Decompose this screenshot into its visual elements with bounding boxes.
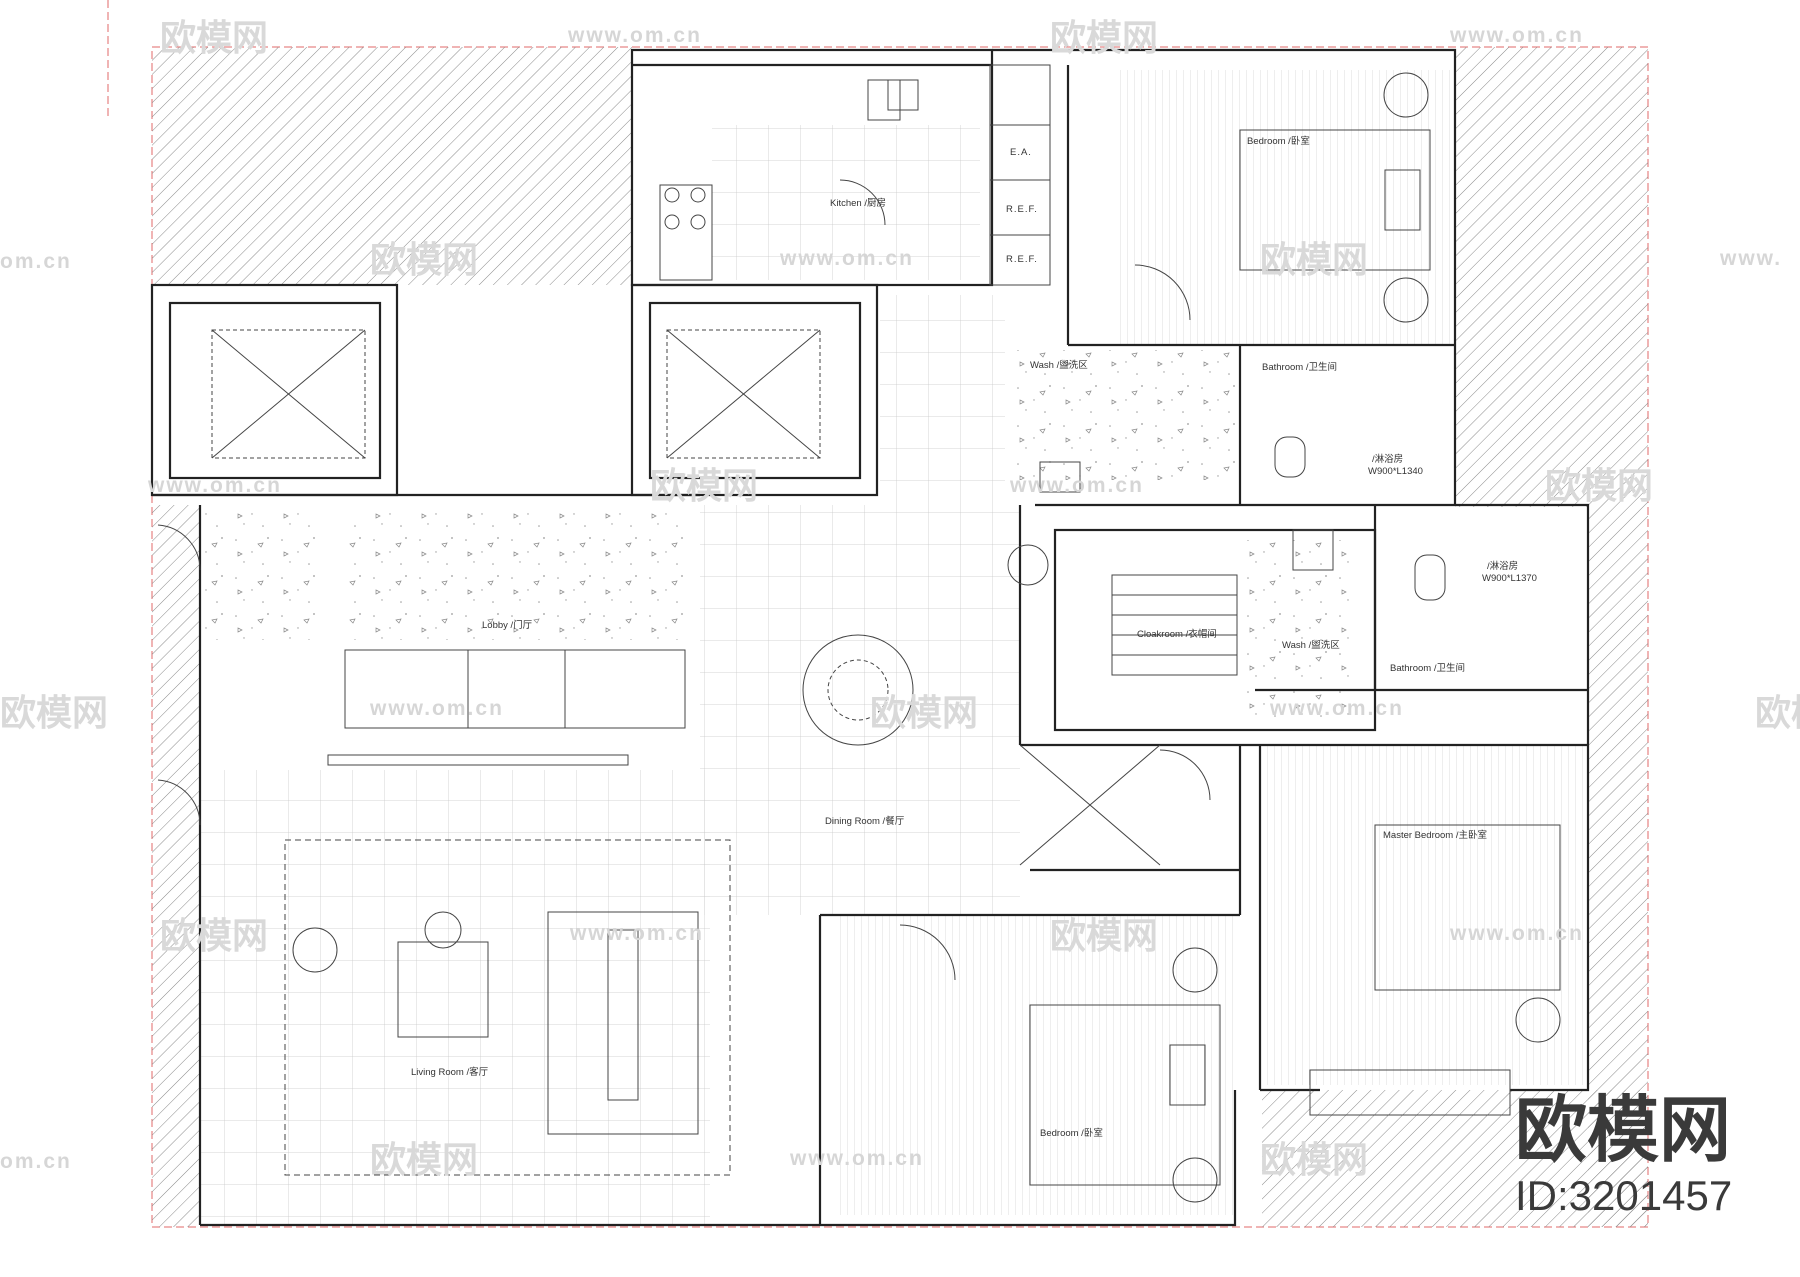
watermark-logo: 欧模网 — [1050, 17, 1158, 58]
watermark-site-left: www. — [1719, 247, 1782, 270]
room-label-wash-upper: Wash /盥洗区 — [1030, 359, 1088, 371]
brand-id: ID:3201457 — [1515, 1172, 1732, 1219]
watermark-logo: 欧模网 — [1050, 915, 1158, 956]
fixture-labels: E.A. R.E.F. R.E.F. — [1006, 147, 1038, 265]
watermark-logo: 欧模网 — [1260, 1139, 1368, 1180]
room-label-bathroom-lower: Bathroom /卫生间 — [1390, 662, 1465, 674]
watermark-site: www.om.cn — [1449, 24, 1584, 47]
watermark-logo: 欧模网 — [370, 239, 478, 280]
watermark-site: www.om.cn — [147, 474, 282, 497]
watermark-site: www.om.cn — [567, 24, 702, 47]
room-label-shower-lower-dim: W900*L1370 — [1482, 573, 1537, 584]
property-boundary — [107, 0, 1649, 1228]
room-label-dining: Dining Room /餐厅 — [825, 815, 905, 827]
fixture-label-ea: E.A. — [1010, 147, 1032, 158]
watermark-site: www.om.cn — [789, 1147, 924, 1170]
brand-logo: 欧模网 — [1515, 1091, 1731, 1171]
walls — [150, 48, 1590, 1227]
room-label-shower-lower: /淋浴房 — [1487, 560, 1518, 572]
fixture-label-ref-1: R.E.F. — [1006, 204, 1038, 215]
watermark-site: www.om.cn — [1449, 922, 1584, 945]
watermark-site-short: om.cn — [0, 250, 72, 273]
room-label-wash-lower: Wash /盥洗区 — [1282, 639, 1340, 651]
room-label-kitchen: Kitchen /厨房 — [830, 197, 886, 209]
watermark-site: www.om.cn — [569, 922, 704, 945]
fixtures-linework — [157, 64, 1561, 1203]
room-label-master-bedroom: Master Bedroom /主卧室 — [1383, 829, 1487, 841]
watermark-logo: 欧模网 — [1545, 465, 1653, 506]
watermark-logo-partial: 欧模网 — [0, 692, 108, 733]
watermark-site: www.om.cn — [779, 247, 914, 270]
room-label-bedroom-top: Bedroom /卧室 — [1247, 135, 1310, 147]
watermark-logo: 欧模网 — [160, 915, 268, 956]
watermark-site: www.om.cn — [369, 697, 504, 720]
watermark-logo: 欧模网 — [160, 17, 268, 58]
watermarks: 欧模网 www.om.cn 欧模网 www.om.cn om.cn 欧模网 ww… — [0, 17, 1800, 1180]
room-label-lobby: Lobby /门厅 — [482, 619, 533, 631]
watermark-logo: 欧模网 — [370, 1139, 478, 1180]
watermark-logo: 欧模网 — [870, 692, 978, 733]
room-label-bedroom-bottom: Bedroom /卧室 — [1040, 1127, 1103, 1139]
watermark-logo: 欧模网 — [1260, 239, 1368, 280]
watermark-site-short: om.cn — [0, 1150, 72, 1173]
watermark-site: www.om.cn — [1269, 697, 1404, 720]
exterior-hatch — [152, 47, 1648, 1227]
room-label-bathroom-upper: Bathroom /卫生间 — [1262, 361, 1337, 373]
room-label-cloakroom: Cloakroom /衣帽间 — [1137, 628, 1217, 640]
room-label-living: Living Room /客厅 — [411, 1066, 489, 1078]
room-label-shower-upper: /淋浴房 — [1372, 453, 1403, 465]
watermark-logo-partial: 欧模网 — [1755, 692, 1800, 733]
room-label-shower-upper-dim: W900*L1340 — [1368, 466, 1423, 477]
brand-stamp: 欧模网 ID:3201457 — [1515, 1091, 1732, 1219]
fixture-label-ref-2: R.E.F. — [1006, 254, 1038, 265]
watermark-site: www.om.cn — [1009, 474, 1144, 497]
room-labels: Kitchen /厨房 Bedroom /卧室 Wash /盥洗区 Bathro… — [411, 135, 1537, 1139]
watermark-logo: 欧模网 — [650, 465, 758, 506]
